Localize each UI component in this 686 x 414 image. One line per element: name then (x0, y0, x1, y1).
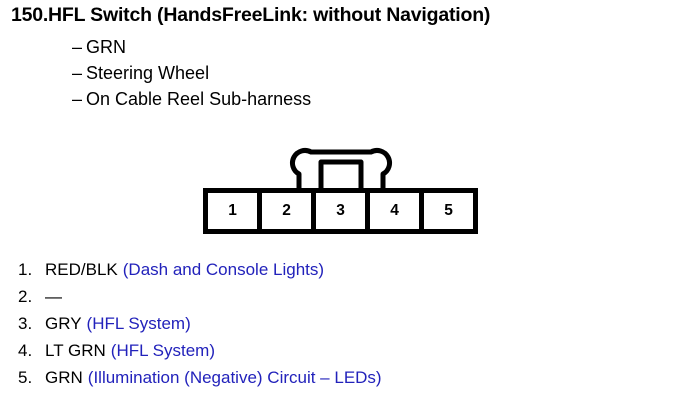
connector-pin-3: 3 (311, 193, 365, 229)
connector-pin-2: 2 (257, 193, 311, 229)
legend-row: 4. LT GRN (HFL System) (0, 337, 686, 364)
pin-number: 1 (228, 202, 237, 219)
legend-circuit-description: (HFL System) (110, 341, 215, 360)
legend-circuit-description: (HFL System) (86, 314, 191, 333)
legend-wire-color: LT GRN (45, 341, 106, 360)
legend-wire-color: GRY (45, 314, 82, 333)
legend-circuit-description: (Illumination (Negative) Circuit – LEDs) (87, 368, 382, 387)
header-block: 150. HFL Switch (HandsFreeLink: without … (0, 4, 686, 112)
list-item: – On Cable Reel Sub-harness (0, 86, 686, 112)
legend-pin-number: 4. (18, 341, 33, 360)
legend-wire-color: GRN (45, 368, 83, 387)
connector-pin-4: 4 (365, 193, 419, 229)
page-title: 150. HFL Switch (HandsFreeLink: without … (0, 4, 686, 27)
title-number: 150. (11, 4, 49, 26)
bullet-label: Steering Wheel (86, 63, 210, 83)
list-item: – Steering Wheel (0, 60, 686, 86)
legend-pin-number: 5. (18, 368, 33, 387)
legend-circuit-description: (Dash and Console Lights) (122, 260, 325, 279)
list-item: – GRN (0, 34, 686, 60)
pin-number: 4 (390, 202, 399, 219)
connector-locking-tab-icon (289, 147, 393, 199)
pin-number: 3 (336, 202, 345, 219)
legend-wire-color: RED/BLK (45, 260, 118, 279)
legend-row: 1. RED/BLK (Dash and Console Lights) (0, 256, 686, 283)
legend-row: 5. GRN (Illumination (Negative) Circuit … (0, 364, 686, 391)
legend-pin-number: 2. (18, 287, 33, 306)
header-bullet-list: – GRN – Steering Wheel – On Cable Reel S… (0, 34, 686, 112)
bullet-dash-icon: – (72, 89, 83, 109)
pin-number: 5 (444, 202, 453, 219)
connector-pin-1: 1 (208, 193, 257, 229)
bullet-label: GRN (86, 37, 126, 57)
pin-number: 2 (282, 202, 291, 219)
legend-row: 3. GRY (HFL System) (0, 310, 686, 337)
connector-shell: 1 2 3 4 5 (203, 188, 478, 234)
connector-pin-5: 5 (419, 193, 473, 229)
legend-row: 2. — (0, 283, 686, 310)
title-text: HFL Switch (HandsFreeLink: without Navig… (48, 4, 491, 26)
bullet-dash-icon: – (72, 63, 83, 83)
legend-pin-number: 1. (18, 260, 33, 279)
legend-pin-number: 3. (18, 314, 33, 333)
legend-wire-color: — (45, 287, 62, 306)
connector-diagram: 1 2 3 4 5 (195, 146, 487, 242)
bullet-label: On Cable Reel Sub-harness (86, 89, 312, 109)
bullet-dash-icon: – (72, 37, 83, 57)
pin-legend-list: 1. RED/BLK (Dash and Console Lights) 2. … (0, 256, 686, 391)
